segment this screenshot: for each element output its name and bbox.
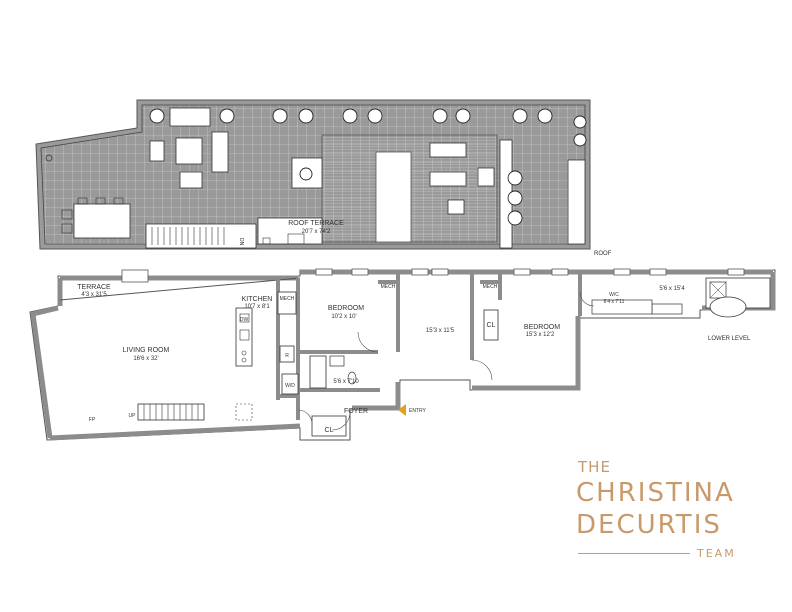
mech-label-kitchen: MECH [280, 296, 295, 302]
interior-stair [137, 403, 205, 421]
brand-decurtis: DECURTIS [576, 510, 722, 540]
brand-team: TEAM [697, 547, 736, 560]
wic-dims: 6'4 x 7'11 [604, 299, 625, 305]
closet-label-mid: CL [487, 322, 496, 329]
mech-label-bedroom: MECH [381, 284, 396, 290]
bedroom-1-name: BEDROOM [328, 305, 364, 312]
closet-label-foyer: CL [325, 427, 334, 434]
brand-christina: CHRISTINA [576, 478, 735, 508]
wic-name: W/C [609, 292, 619, 298]
kitchen-counter [235, 307, 253, 367]
soaking-tub [709, 296, 747, 318]
room-mid-dims: 15'3 x 11'5 [426, 328, 455, 334]
brand-the: THE [578, 458, 611, 476]
mech-label-mid: MECH [483, 284, 498, 290]
master-bath-dims: 5'6 x 15'4 [659, 286, 685, 292]
hall-tub [309, 355, 327, 389]
dw-label: DW [240, 317, 249, 323]
fireplace-label: FP [89, 417, 96, 423]
living-room-name: LIVING ROOM [123, 347, 170, 354]
foyer-name: FOYER [344, 408, 368, 415]
brand-rule [578, 553, 690, 554]
roof-plan [35, 99, 591, 250]
entry-label: ENTRY [409, 408, 427, 414]
roof-sofa [169, 107, 211, 127]
roof-terrace-dims: 20'7 x 74'2 [302, 229, 331, 235]
hall-bath-dims: 5'6 x 7'10 [333, 379, 359, 385]
fridge-label: R [285, 353, 289, 359]
terrace-name: TERRACE [77, 284, 111, 291]
lower-plan [29, 268, 776, 441]
stair-dn-label: DN [238, 238, 244, 246]
roof-stair [145, 223, 257, 249]
roof-level-label: ROOF [594, 251, 612, 257]
roof-terrace-name: ROOF TERRACE [288, 220, 344, 227]
kitchen-name: KITCHEN [242, 296, 273, 303]
terrace-dims: 4'3 x 31'5 [81, 292, 107, 298]
dining-table [73, 203, 131, 239]
bedroom-2-name: BEDROOM [524, 324, 560, 331]
wd-label: W/D [285, 383, 295, 389]
kitchen-dims: 10'7 x 8'1 [244, 304, 270, 310]
bedroom-1-dims: 10'2 x 10' [331, 314, 356, 320]
entry-arrow-icon [398, 404, 406, 416]
lower-level-label: LOWER LEVEL [708, 336, 751, 342]
roof-counter [257, 217, 323, 245]
bedroom-2-dims: 15'3 x 12'2 [526, 332, 555, 338]
stair-up-label: UP [129, 413, 137, 419]
living-room-dims: 16'6 x 32' [133, 356, 158, 362]
